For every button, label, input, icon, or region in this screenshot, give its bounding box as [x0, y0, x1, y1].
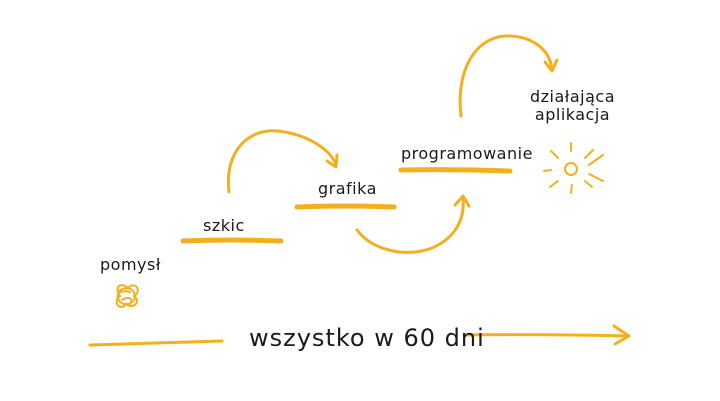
step-label-programowanie: programowanie: [401, 144, 533, 163]
arrow-szkic-to-grafika: [226, 129, 339, 194]
step-platform-grafika: [294, 203, 397, 210]
arrow-programowanie-to-aplikacja: [458, 34, 559, 118]
arrow-grafika-to-programowanie: [355, 194, 471, 254]
timeline-label: wszystko w 60 dni: [249, 324, 485, 352]
step-platform-szkic: [180, 237, 284, 244]
step-label-pomysl: pomysł: [100, 255, 161, 274]
step-label-szkic: szkic: [203, 216, 245, 235]
step-label-dzialajaca-aplikacja: działająca aplikacja: [530, 87, 616, 125]
timeline-line-left: [88, 339, 224, 347]
step-label-grafika: grafika: [318, 179, 377, 198]
scribble-ball-icon: [115, 284, 139, 308]
step-platform-programowanie: [398, 167, 513, 174]
arrow-right-icon: [464, 324, 631, 346]
sun-icon: [543, 142, 604, 194]
